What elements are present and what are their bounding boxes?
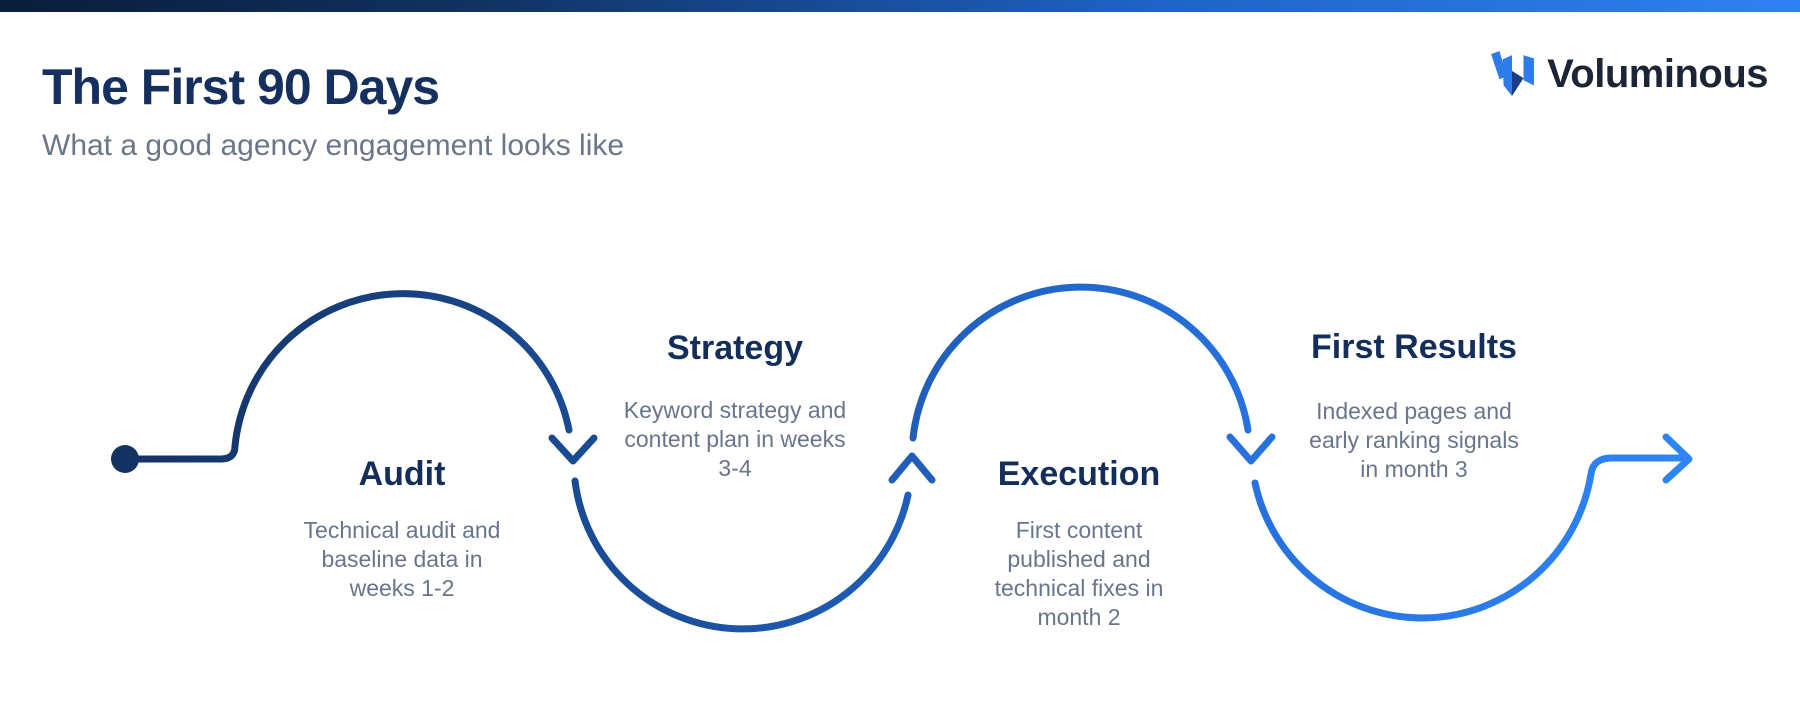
page-subtitle: What a good agency engagement looks like [42, 129, 625, 162]
logo-left-stroke [1491, 51, 1507, 80]
stage-description: Indexed pages and early ranking signals … [1309, 398, 1519, 482]
arrow-down-icon [548, 434, 598, 465]
path-segment-results [1251, 454, 1686, 622]
arrow-right-icon [1662, 433, 1693, 484]
stage-description: Keyword strategy and content plan in wee… [623, 397, 847, 481]
logo-mid-panel [1502, 55, 1513, 96]
stage-title: Audit [358, 455, 446, 493]
path-segment-execution [909, 283, 1252, 442]
brand-logo: Voluminous [1489, 50, 1768, 98]
arrow-up-icon [888, 452, 936, 484]
path-segment-strategy [571, 477, 912, 633]
brand-name: Voluminous [1547, 52, 1768, 96]
brand-logo-icon [1491, 51, 1535, 96]
stage-title: Execution [997, 455, 1161, 493]
page-title: The First 90 Days [42, 59, 440, 115]
arrow-down-icon [1226, 433, 1276, 465]
stage-title: Strategy [666, 329, 804, 367]
stage-title: First Results [1311, 328, 1517, 366]
stage-description: First content published and technical fi… [994, 517, 1164, 630]
logo-navy-wedge [1512, 70, 1524, 96]
stage-description: Technical audit and baseline data in wee… [303, 517, 501, 601]
logo-right-panel [1523, 55, 1535, 86]
top-accent-bar [0, 0, 1800, 12]
path-segment-audit [121, 290, 573, 463]
